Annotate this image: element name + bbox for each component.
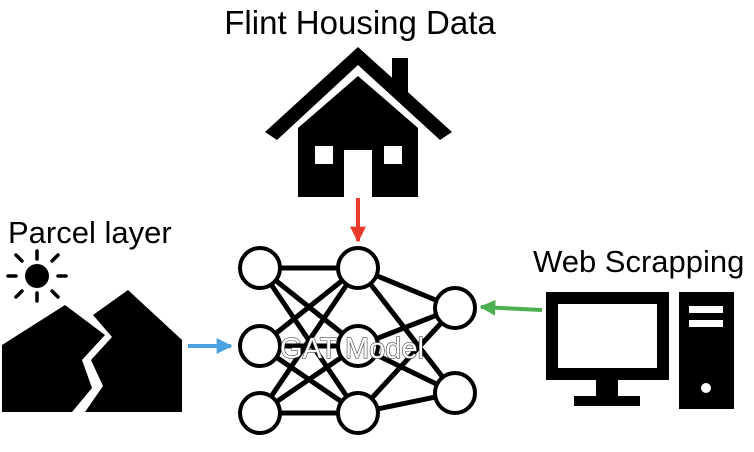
network-nodes xyxy=(238,246,477,435)
web-arrow xyxy=(479,299,543,316)
network-node xyxy=(238,324,282,368)
gat-model-label: GAT Model xyxy=(280,333,424,365)
mountains-icon xyxy=(2,290,182,412)
network-node xyxy=(238,246,282,290)
web-scrapping-label: Web Scrapping xyxy=(533,244,744,279)
network-node xyxy=(336,246,380,290)
desktop-computer-icon xyxy=(546,292,734,409)
network-node xyxy=(336,324,380,368)
gat-network xyxy=(238,246,477,435)
network-node xyxy=(238,391,282,435)
network-node xyxy=(433,371,477,415)
network-node xyxy=(433,286,477,330)
network-node xyxy=(336,391,380,435)
housing-data-label: Flint Housing Data xyxy=(224,4,496,41)
sun-icon xyxy=(6,249,68,303)
parcel-layer-label: Parcel layer xyxy=(8,215,172,250)
house-icon xyxy=(265,47,452,197)
